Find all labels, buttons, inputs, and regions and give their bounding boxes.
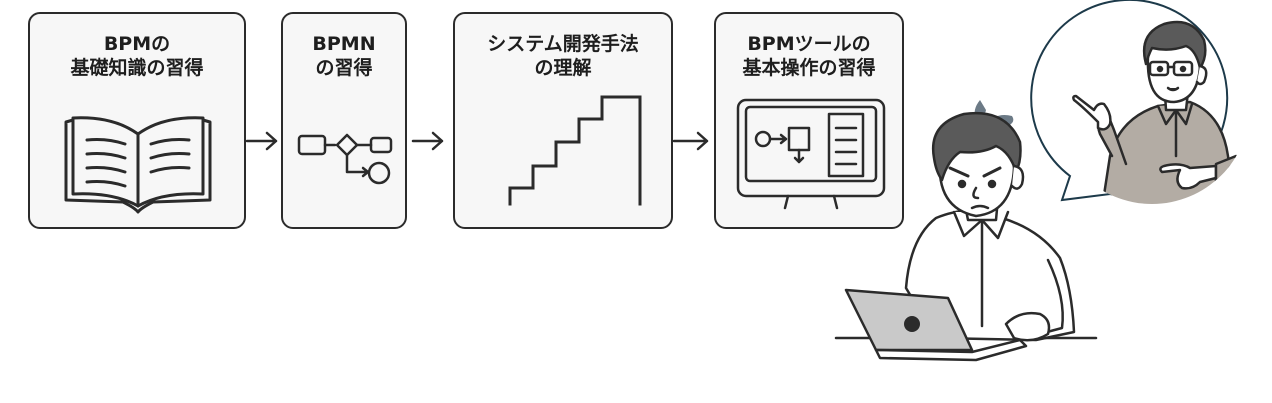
- step-title-line1: BPMツールの: [747, 33, 871, 55]
- bpmn-flow-icon: [297, 133, 393, 185]
- step-title-line2: 基本操作の習得: [742, 57, 876, 79]
- step-title-line2: の習得: [315, 57, 373, 79]
- frustrated-learner-illustration: [834, 100, 1098, 362]
- step-title-2: BPMN の習得: [283, 32, 405, 80]
- step-title-line2: 基礎知識の習得: [70, 57, 204, 79]
- step-title-3: システム開発手法 の理解: [455, 32, 671, 80]
- step-box-4: BPMツールの 基本操作の習得: [714, 12, 904, 229]
- staircase-icon: [508, 95, 642, 206]
- step-title-line1: BPMN: [312, 33, 376, 55]
- arrow-right-icon: [411, 131, 444, 151]
- step-box-2: BPMN の習得: [281, 12, 407, 229]
- mentor-speech-bubble: [1030, 0, 1240, 204]
- step-title-line2: の理解: [534, 57, 592, 79]
- arrow-right-icon: [245, 131, 278, 151]
- step-box-1: BPMの 基礎知識の習得: [28, 12, 246, 229]
- open-book-icon: [64, 116, 212, 214]
- step-title-1: BPMの 基礎知識の習得: [30, 32, 244, 80]
- step-title-4: BPMツールの 基本操作の習得: [716, 32, 902, 80]
- arrow-right-icon: [672, 131, 709, 151]
- monitor-diagram-icon: [736, 98, 886, 210]
- step-title-line1: システム開発手法: [487, 33, 639, 55]
- step-box-3: システム開発手法 の理解: [453, 12, 673, 229]
- step-title-line1: BPMの: [103, 33, 171, 55]
